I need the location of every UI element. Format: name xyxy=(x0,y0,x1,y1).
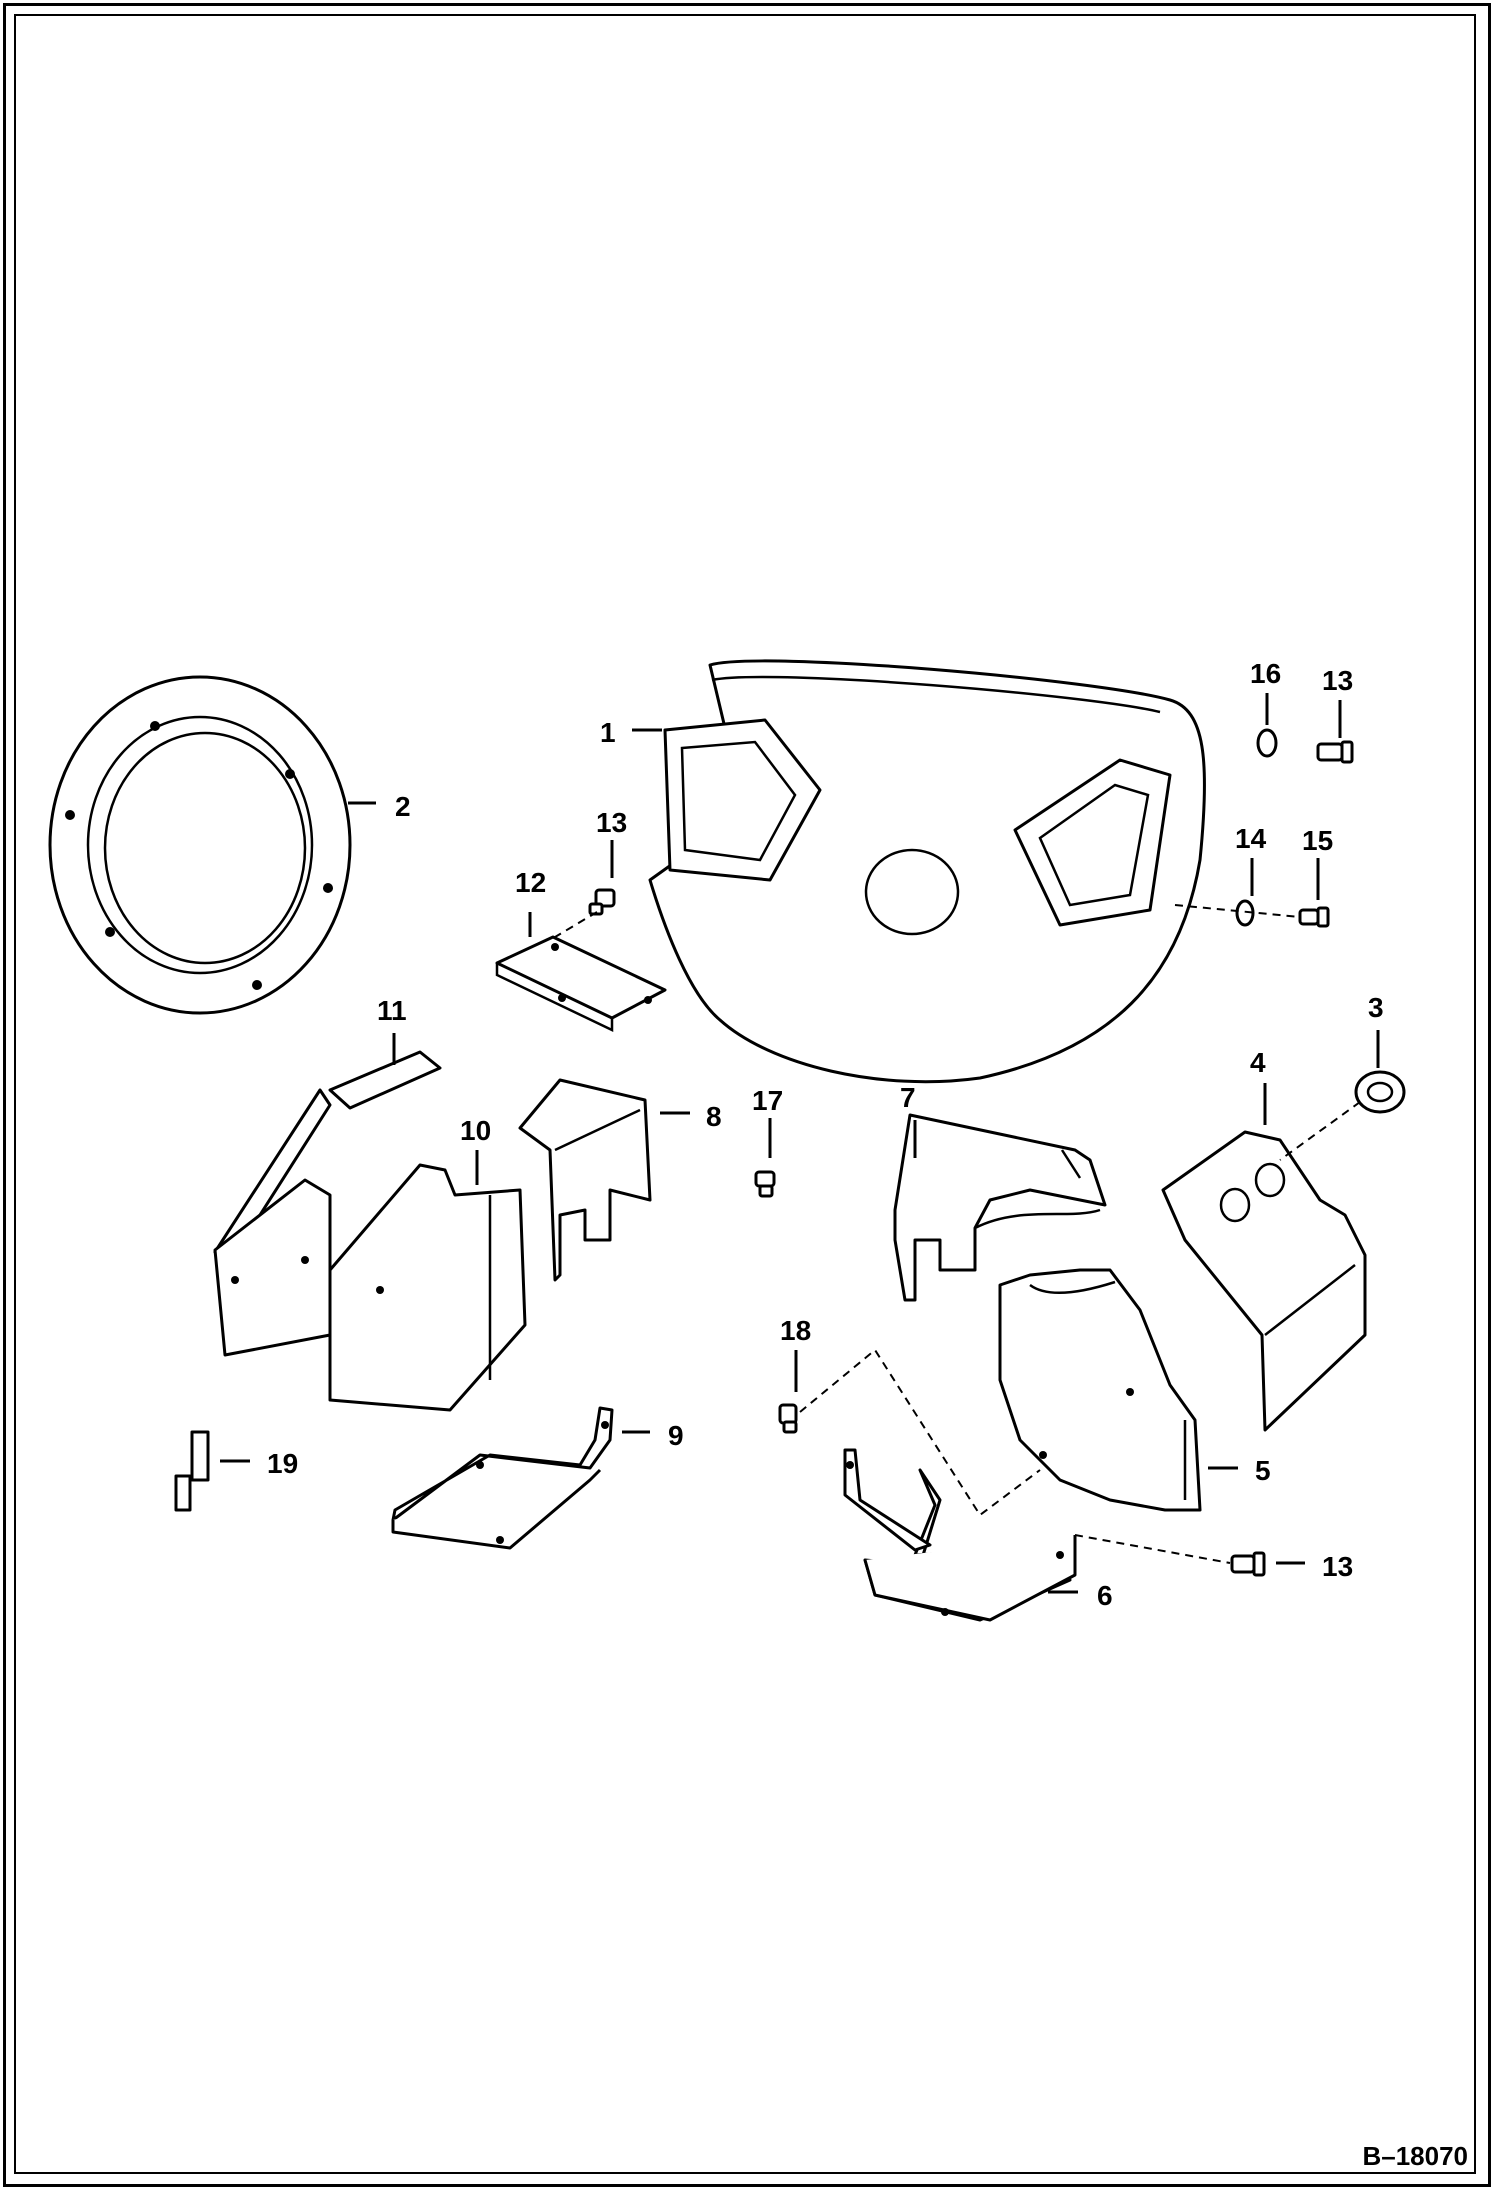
callout-12: 12 xyxy=(515,867,546,898)
callout-6: 6 xyxy=(1097,1580,1113,1611)
callout-9: 9 xyxy=(668,1420,684,1451)
part-1-housing xyxy=(648,659,1207,1084)
part-3-grommet xyxy=(1354,1070,1406,1114)
part-7-cover xyxy=(893,1113,1107,1302)
callout-5: 5 xyxy=(1255,1455,1271,1486)
callout-13-top: 13 xyxy=(1322,665,1353,696)
callout-3: 3 xyxy=(1368,992,1384,1023)
part-14-washer xyxy=(1235,899,1255,927)
outer-frame xyxy=(3,3,1491,2187)
callout-15: 15 xyxy=(1302,825,1333,856)
callout-17: 17 xyxy=(752,1085,783,1116)
callout-7: 7 xyxy=(900,1082,916,1113)
callout-10: 10 xyxy=(460,1115,491,1146)
inner-frame xyxy=(14,14,1476,2174)
callout-13-bracket: 13 xyxy=(596,807,627,838)
part-6-plate xyxy=(843,1448,1077,1622)
part-17-bolt xyxy=(754,1170,776,1198)
part-2-ring-flange xyxy=(48,675,352,1015)
part-13-bolt-bottom xyxy=(1230,1551,1266,1577)
part-19-clip xyxy=(174,1430,210,1512)
callout-18: 18 xyxy=(780,1315,811,1346)
callout-2: 2 xyxy=(395,791,411,822)
callout-4: 4 xyxy=(1250,1047,1266,1078)
part-10-cover xyxy=(328,1163,527,1412)
part-4-plate xyxy=(1161,1130,1367,1432)
part-13-bolt-top xyxy=(1316,740,1354,764)
part-13-bolt-bracket xyxy=(588,888,616,916)
callout-8: 8 xyxy=(706,1101,722,1132)
callout-16: 16 xyxy=(1250,658,1281,689)
part-15-bolt xyxy=(1298,906,1330,928)
part-16-washer xyxy=(1256,728,1278,758)
callout-14: 14 xyxy=(1235,823,1267,854)
callout-1: 1 xyxy=(600,717,616,748)
callout-13-bottom: 13 xyxy=(1322,1551,1353,1582)
callout-19: 19 xyxy=(267,1448,298,1479)
callout-11: 11 xyxy=(377,995,407,1026)
part-8-bracket xyxy=(518,1078,652,1282)
part-11-plate xyxy=(213,1050,442,1357)
drawing-reference-number: B–18070 xyxy=(1362,2141,1468,2171)
part-12-bracket xyxy=(495,935,667,1032)
part-9-plate xyxy=(391,1406,614,1550)
part-18-bolt xyxy=(778,1403,798,1434)
part-5-cover xyxy=(998,1268,1202,1512)
